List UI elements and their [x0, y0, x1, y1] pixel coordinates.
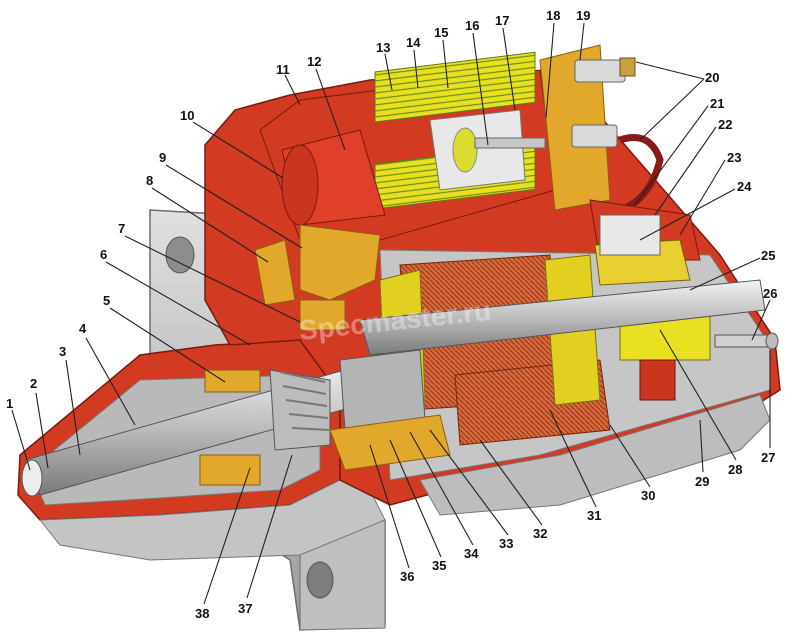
callout-16: 16 — [465, 18, 479, 33]
callout-23: 23 — [727, 150, 741, 165]
callout-8: 8 — [146, 173, 153, 188]
callout-22: 22 — [718, 117, 732, 132]
callout-14: 14 — [406, 35, 421, 50]
callout-12: 12 — [307, 54, 321, 69]
callout-1: 1 — [6, 396, 13, 411]
callout-27: 27 — [761, 450, 775, 465]
pinion-clutch — [199, 349, 451, 486]
shift-lever — [254, 224, 381, 331]
callout-17: 17 — [495, 13, 509, 28]
callout-19: 19 — [576, 8, 590, 23]
callout-36: 36 — [400, 569, 414, 584]
callout-38: 38 — [195, 606, 209, 621]
callout-5: 5 — [103, 293, 110, 308]
solenoid-assembly — [259, 51, 556, 241]
callout-13: 13 — [376, 40, 390, 55]
callout-15: 15 — [434, 25, 448, 40]
callout-35: 35 — [432, 558, 446, 573]
callout-25: 25 — [761, 248, 775, 263]
callout-34: 34 — [464, 546, 479, 561]
callout-6: 6 — [100, 247, 107, 262]
callout-32: 32 — [533, 526, 547, 541]
callout-30: 30 — [641, 488, 655, 503]
callout-10: 10 — [180, 108, 194, 123]
callout-21: 21 — [710, 96, 724, 111]
leader-lines — [11, 22, 771, 605]
callout-29: 29 — [695, 474, 709, 489]
callout-28: 28 — [728, 462, 742, 477]
callout-7: 7 — [118, 221, 125, 236]
callout-labels: 1 2 3 4 5 6 7 8 9 10 11 12 13 14 15 16 1… — [6, 8, 777, 621]
callout-24: 24 — [737, 179, 752, 194]
callout-26: 26 — [763, 286, 777, 301]
callout-4: 4 — [79, 321, 87, 336]
callout-20: 20 — [705, 70, 719, 85]
callout-37: 37 — [238, 601, 252, 616]
callout-18: 18 — [546, 8, 560, 23]
callout-2: 2 — [30, 376, 37, 391]
callout-31: 31 — [587, 508, 601, 523]
callout-33: 33 — [499, 536, 513, 551]
callout-3: 3 — [59, 344, 66, 359]
callout-9: 9 — [159, 150, 166, 165]
callout-11: 11 — [276, 62, 290, 77]
